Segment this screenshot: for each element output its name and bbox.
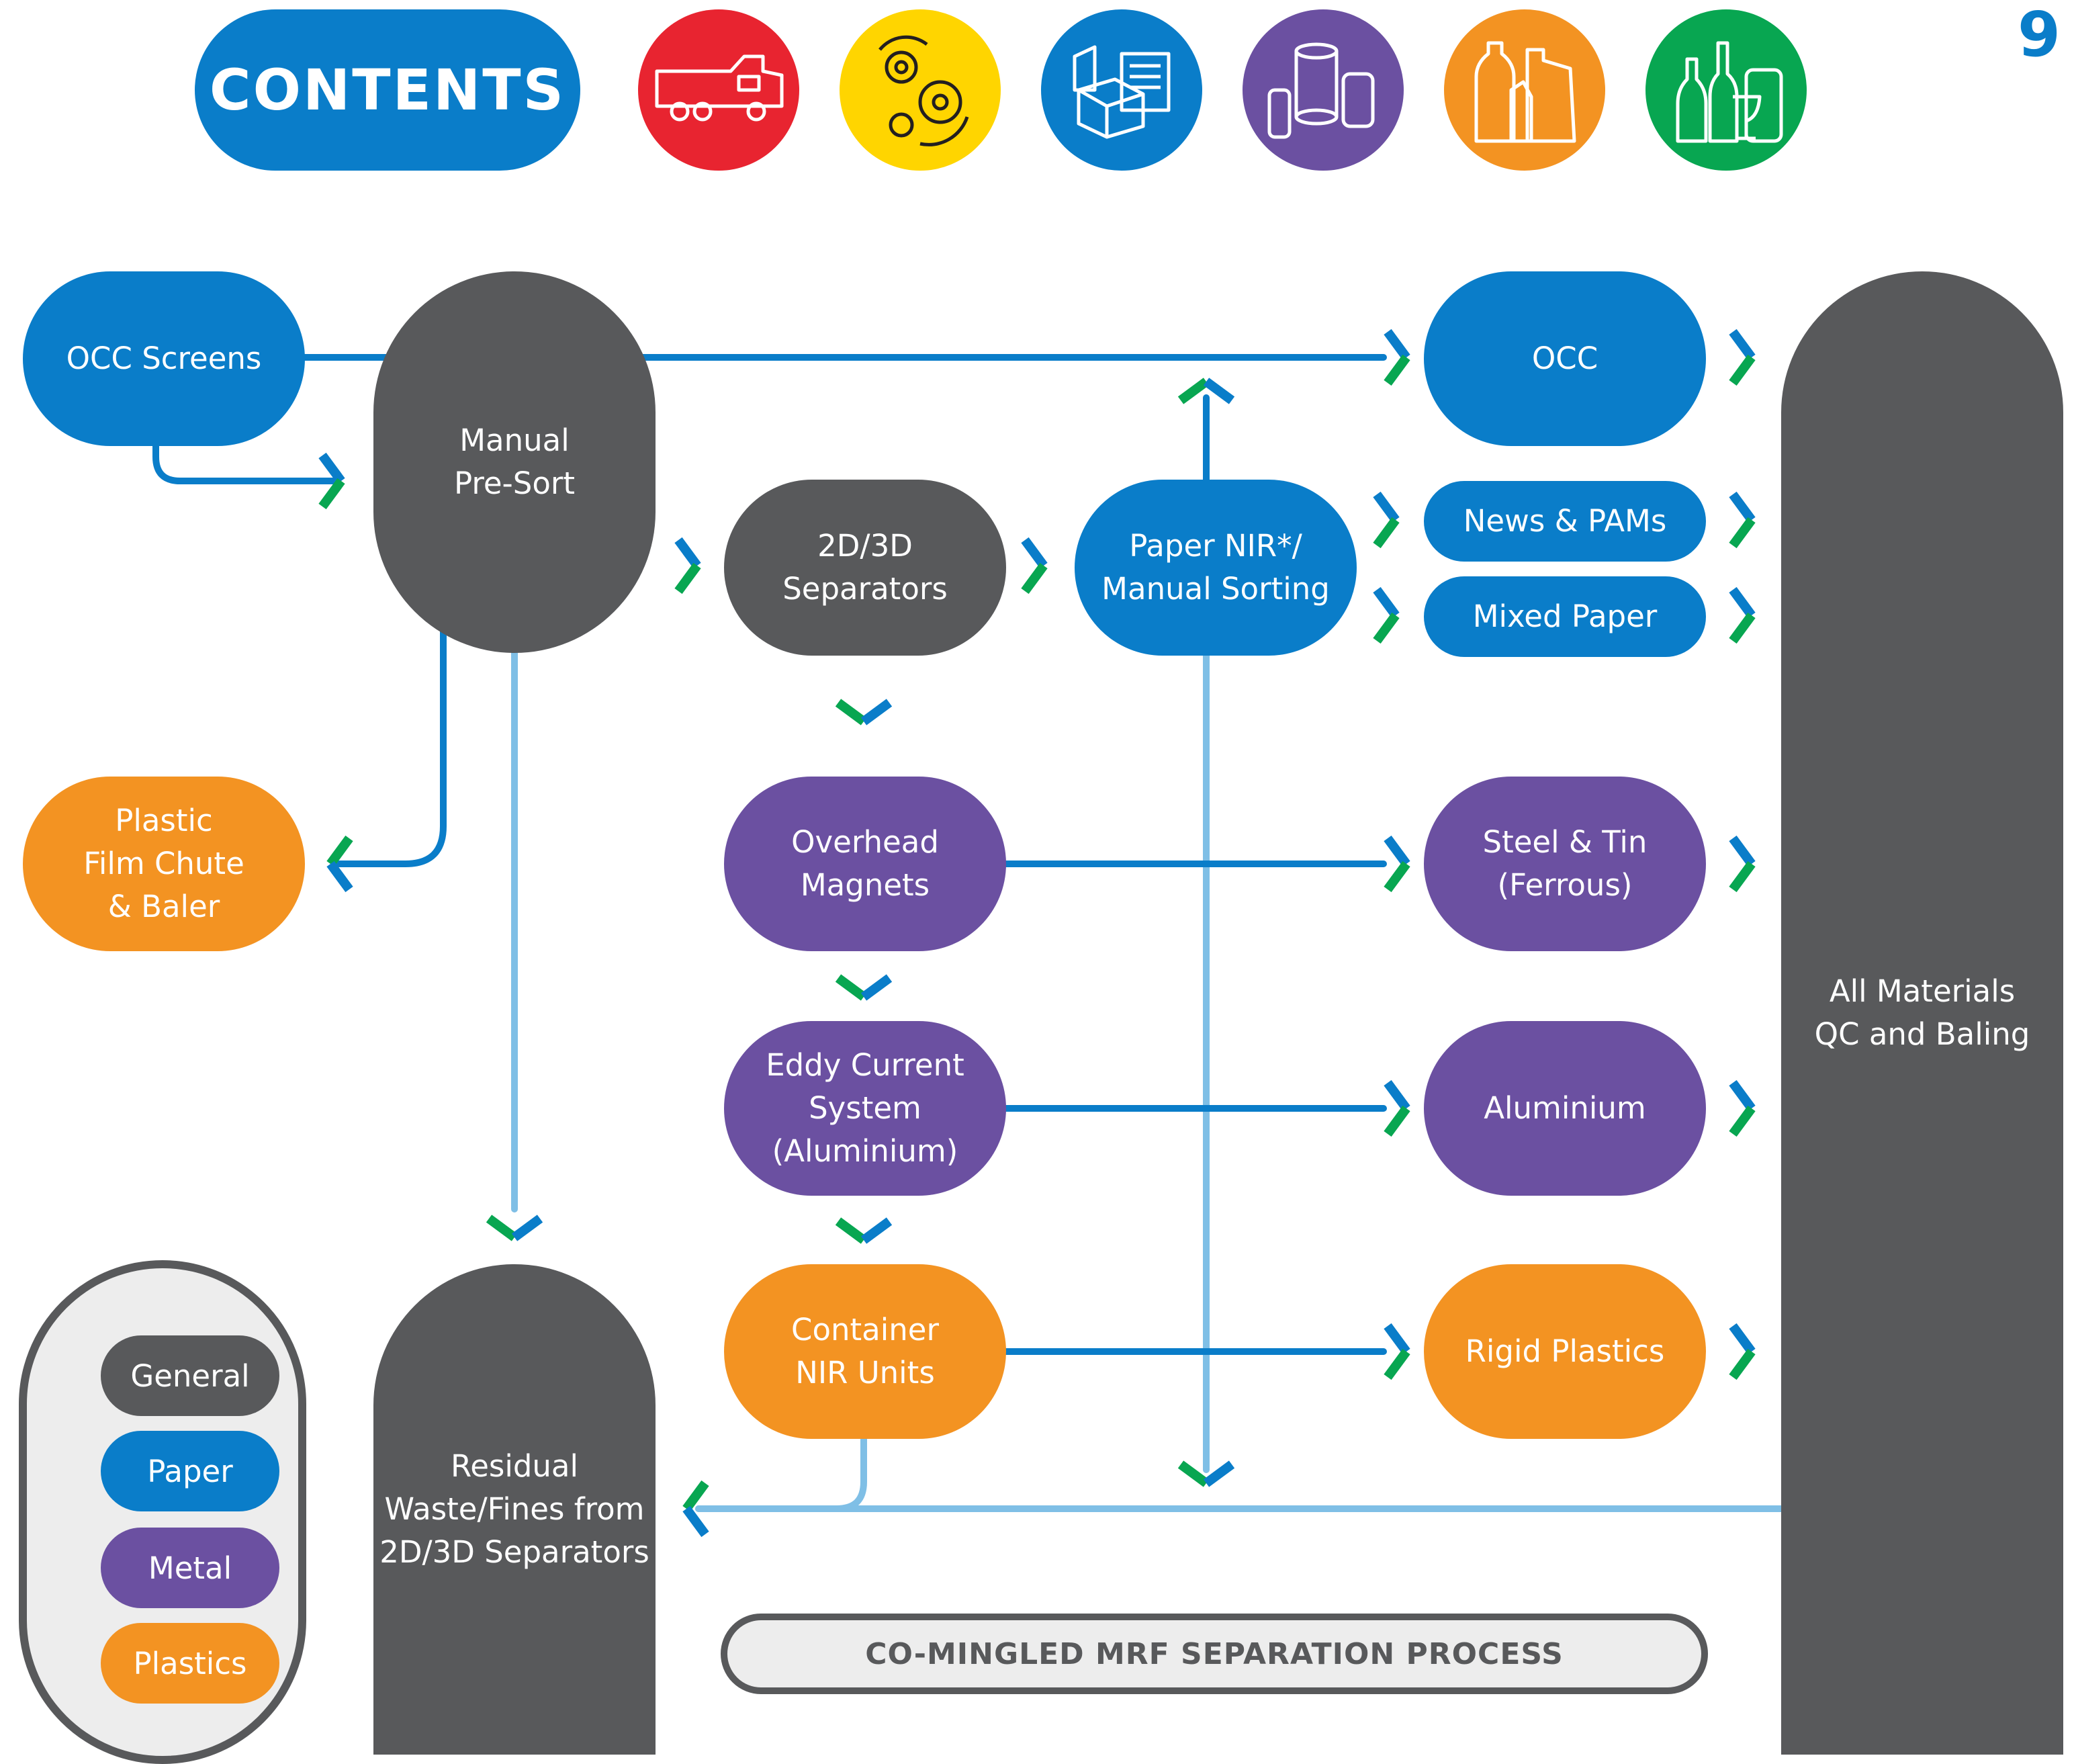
node-container-nir: Container NIR Units [724, 1264, 1006, 1439]
legend-plastics: Plastics [101, 1623, 279, 1704]
chevron-up-icon [1177, 378, 1235, 404]
node-overhead-magnets: Overhead Magnets [724, 777, 1006, 951]
node-aluminium: Aluminium [1424, 1021, 1706, 1196]
chevron-right-icon [1729, 1079, 1756, 1137]
node-occ: OCC [1424, 271, 1706, 446]
chevron-right-icon [1729, 586, 1756, 644]
node-mixed-paper: Mixed Paper [1424, 576, 1706, 657]
cans-icon[interactable] [1243, 9, 1404, 171]
chevron-right-icon [1384, 328, 1410, 386]
truck-icon[interactable] [638, 9, 799, 171]
plastic-bottles-icon[interactable] [1444, 9, 1605, 171]
page-number: 9 [2017, 0, 2061, 71]
node-2d3d-separators: 2D/3D Separators [724, 480, 1006, 656]
chevron-down-icon [835, 974, 893, 1001]
node-rigid-plastics: Rigid Plastics [1424, 1264, 1706, 1439]
legend-metal: Metal [101, 1528, 279, 1608]
chevron-right-icon [1729, 328, 1756, 386]
chevron-right-icon [1373, 586, 1400, 644]
node-residual-waste: Residual Waste/Fines from 2D/3D Separato… [373, 1264, 656, 1755]
chevron-right-icon [1729, 491, 1756, 549]
chevron-right-icon [674, 537, 701, 594]
node-manual-presort: Manual Pre-Sort [373, 271, 656, 653]
node-eddy-current: Eddy Current System (Aluminium) [724, 1021, 1006, 1196]
chevron-right-icon [1384, 835, 1410, 893]
chevron-left-icon [682, 1480, 709, 1538]
node-steel-tin: Steel & Tin (Ferrous) [1424, 777, 1706, 951]
chevron-right-icon [1384, 1323, 1410, 1380]
chevron-right-icon [1384, 1079, 1410, 1137]
chevron-down-icon [835, 699, 893, 725]
chevron-down-icon [1177, 1460, 1235, 1487]
chevron-down-icon [486, 1215, 543, 1241]
chevron-right-icon [1373, 491, 1400, 549]
node-qc-baling: All Materials QC and Baling [1781, 271, 2063, 1755]
diagram-title: CO-MINGLED MRF SEPARATION PROCESS [721, 1614, 1708, 1694]
chevron-down-icon [835, 1217, 893, 1244]
legend-general: General [101, 1335, 279, 1416]
node-occ-screens: OCC Screens [23, 271, 305, 446]
chevron-right-icon [318, 452, 345, 510]
glass-bottles-icon[interactable] [1645, 9, 1807, 171]
chevron-right-icon [1729, 1323, 1756, 1380]
node-news-pams: News & PAMs [1424, 481, 1706, 562]
legend-paper: Paper [101, 1431, 279, 1511]
contents-button[interactable]: CONTENTS [195, 9, 580, 171]
chevron-right-icon [1729, 835, 1756, 893]
chevron-right-icon [1021, 537, 1048, 594]
node-paper-nir: Paper NIR*/ Manual Sorting [1075, 480, 1357, 656]
legend: General Paper Metal Plastics [19, 1260, 306, 1764]
node-plastic-film-chute: Plastic Film Chute & Baler [23, 777, 305, 951]
line-presort-to-film [332, 628, 447, 867]
paper-boxes-icon[interactable] [1041, 9, 1202, 171]
line-occscreens-to-presort [152, 433, 339, 484]
gears-icon[interactable] [840, 9, 1001, 171]
chevron-left-icon [326, 835, 353, 893]
line-container-to-residual [695, 1436, 867, 1512]
